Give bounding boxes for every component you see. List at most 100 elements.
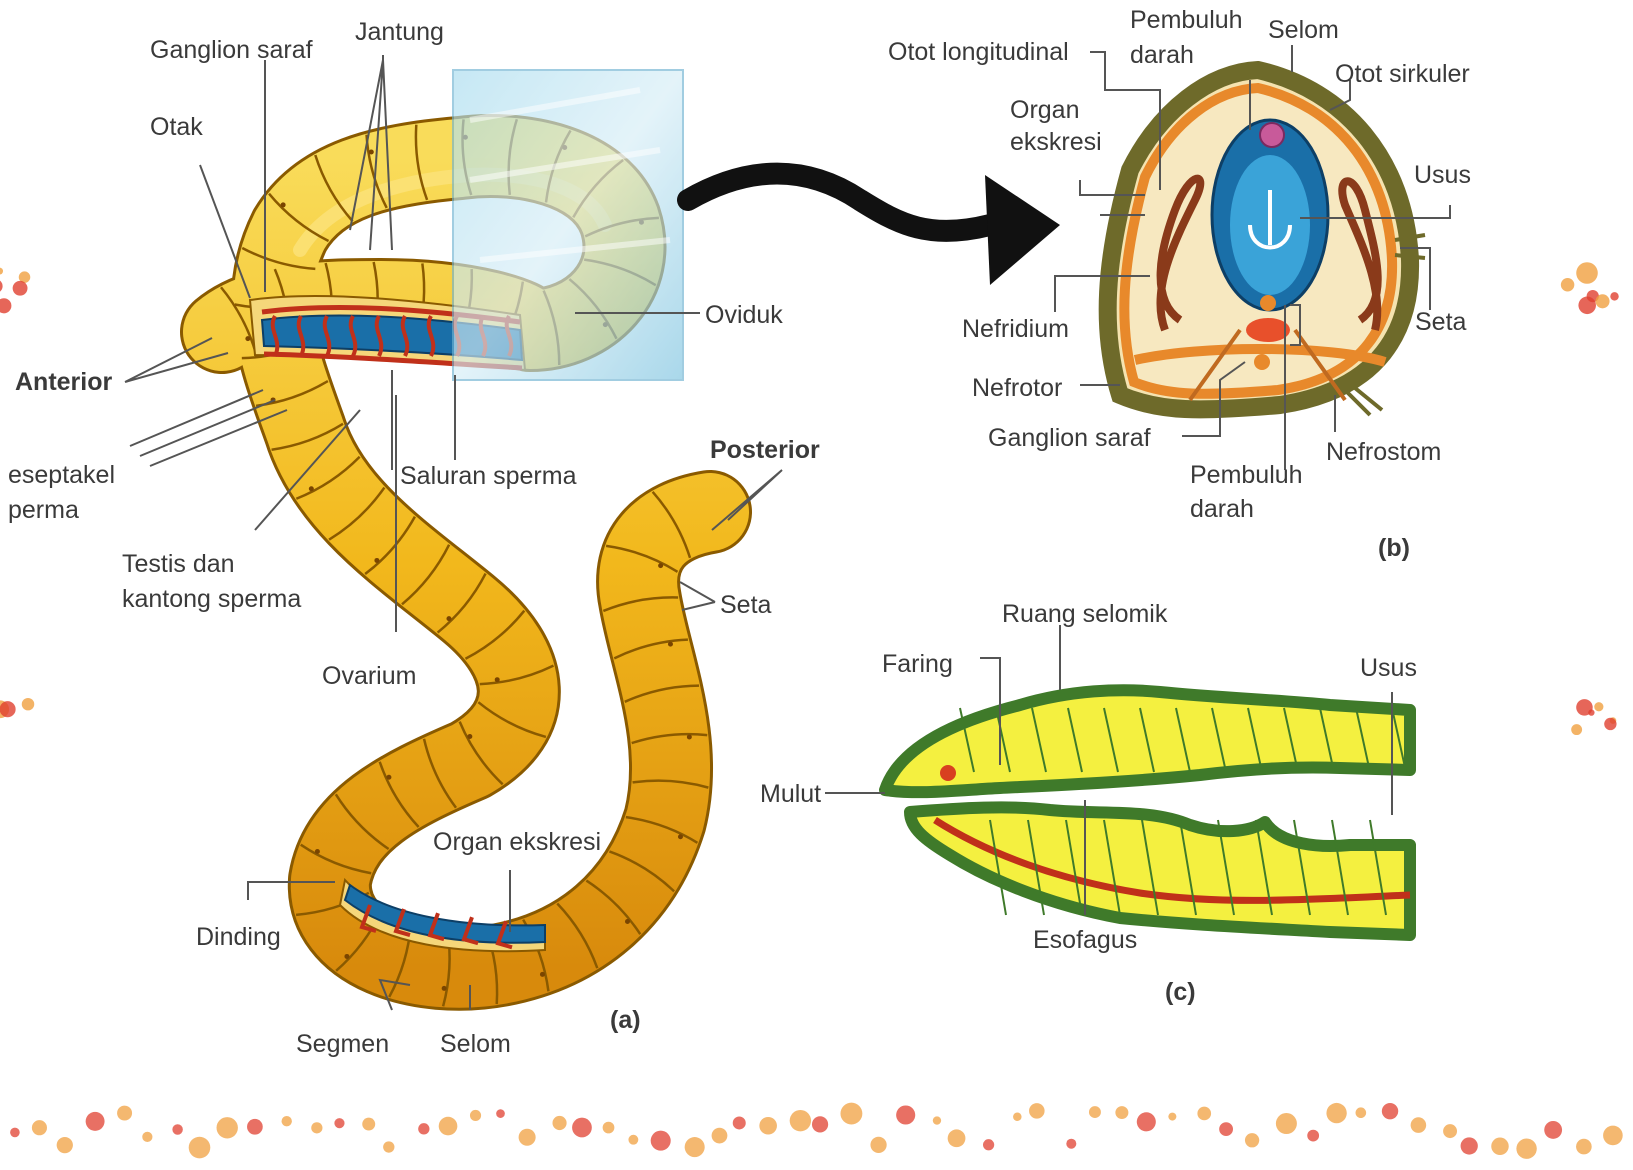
side-dot (1576, 699, 1593, 716)
border-dot (790, 1110, 811, 1131)
seta-dot (678, 834, 683, 839)
side-dot (1604, 718, 1616, 730)
side-dot (1576, 262, 1598, 284)
seta-dot (540, 972, 545, 977)
label-selom-b: Selom (1268, 16, 1339, 44)
border-dot (870, 1137, 886, 1153)
border-dot (685, 1137, 705, 1157)
label-faring: Faring (882, 650, 953, 678)
border-dot (651, 1131, 671, 1151)
border-dot (1168, 1113, 1176, 1121)
seta-dot (369, 150, 374, 155)
border-dot (418, 1123, 429, 1134)
border-dot (1576, 1139, 1592, 1155)
seta-dot (446, 616, 451, 621)
border-dot (896, 1105, 915, 1124)
border-dot (1326, 1103, 1346, 1123)
label-mulut: Mulut (760, 780, 821, 808)
label-organ-ekskresi-a: Organ ekskresi (433, 828, 601, 856)
label-saluran-sperma: Saluran sperma (400, 462, 577, 490)
border-dot (1115, 1106, 1128, 1119)
label-organ-ekskresi-b-2: ekskresi (1010, 128, 1102, 156)
border-dot (1276, 1113, 1297, 1134)
label-segmen: Segmen (296, 1030, 389, 1058)
label-ruang-selomik: Ruang selomik (1002, 600, 1168, 628)
side-dot (1596, 294, 1610, 308)
border-dot (1245, 1133, 1259, 1147)
ventral-vessel-b (1260, 295, 1276, 311)
side-dot (13, 281, 28, 296)
dorsal-vessel-b (1260, 123, 1284, 147)
border-dot (57, 1137, 73, 1153)
border-dot (1219, 1122, 1233, 1136)
side-dot (0, 298, 11, 313)
label-nefridium: Nefridium (962, 315, 1069, 343)
border-dot (603, 1122, 615, 1134)
border-dot (948, 1129, 966, 1147)
seta-dot (495, 677, 500, 682)
seta-dot (309, 486, 314, 491)
seta-dot (668, 642, 673, 647)
label-testis-2: kantong sperma (122, 585, 301, 613)
side-dot (1578, 297, 1596, 315)
border-dot (247, 1119, 263, 1135)
label-seta-b: Seta (1415, 308, 1467, 336)
label-oviduk: Oviduk (705, 301, 783, 329)
seta-dot (245, 336, 250, 341)
side-dot (1561, 278, 1574, 291)
border-dot (1411, 1117, 1427, 1133)
seta-dot (467, 734, 472, 739)
label-selom-a: Selom (440, 1030, 511, 1058)
side-dot (0, 701, 16, 717)
mouth-dot (940, 765, 956, 781)
seta-dot (625, 919, 630, 924)
seta-dot (687, 734, 692, 739)
border-dot (189, 1137, 211, 1159)
label-pembuluh-top-2: darah (1130, 41, 1194, 69)
border-dot (32, 1120, 47, 1135)
border-dot (572, 1118, 592, 1138)
subneural-vessel-b (1254, 354, 1270, 370)
border-dot (1491, 1138, 1508, 1155)
label-reseptakel-2: perma (8, 496, 79, 524)
label-dinding: Dinding (196, 923, 281, 951)
side-dot (0, 268, 3, 275)
seta-dot (344, 954, 349, 959)
seta-dot (386, 775, 391, 780)
seta-bottom-b (1345, 388, 1382, 415)
border-dot (362, 1118, 375, 1131)
border-dot (759, 1117, 777, 1135)
seta-dot (281, 202, 286, 207)
border-dot (1029, 1103, 1045, 1119)
border-dot (282, 1116, 292, 1126)
section-arrow (688, 174, 1060, 285)
label-otot-longitudinal: Otot longitudinal (888, 38, 1069, 66)
border-dot (628, 1135, 638, 1145)
border-dot (552, 1116, 566, 1130)
label-ovarium: Ovarium (322, 662, 416, 690)
border-dot (1137, 1112, 1156, 1131)
figure-b-cross-section: Pembuluh darah Selom Otot longitudinal O… (888, 6, 1471, 562)
border-dot (10, 1128, 20, 1138)
label-pembuluh-bottom-1: Pembuluh (1190, 461, 1303, 489)
border-dot (172, 1124, 182, 1134)
label-ganglion-saraf-a: Ganglion saraf (150, 36, 313, 64)
seta-dot (442, 986, 447, 991)
label-usus-b: Usus (1414, 161, 1471, 189)
border-dot (1197, 1107, 1211, 1121)
border-dot (1516, 1138, 1536, 1158)
label-usus-c: Usus (1360, 654, 1417, 682)
panel-letter-c: (c) (1165, 978, 1196, 1006)
label-organ-ekskresi-b-1: Organ (1010, 96, 1079, 124)
label-nefrostom: Nefrostom (1326, 438, 1441, 466)
side-dot (0, 279, 3, 293)
border-dot (1066, 1139, 1076, 1149)
label-nefrotor: Nefrotor (972, 374, 1062, 402)
label-reseptakel-1: eseptakel (8, 461, 115, 489)
border-dot (1382, 1103, 1398, 1119)
border-dot (1013, 1112, 1022, 1121)
label-otak: Otak (150, 113, 203, 141)
label-anterior: Anterior (15, 368, 113, 396)
label-ganglion-saraf-b: Ganglion saraf (988, 424, 1151, 452)
label-otot-sirkuler: Otot sirkuler (1335, 60, 1470, 88)
